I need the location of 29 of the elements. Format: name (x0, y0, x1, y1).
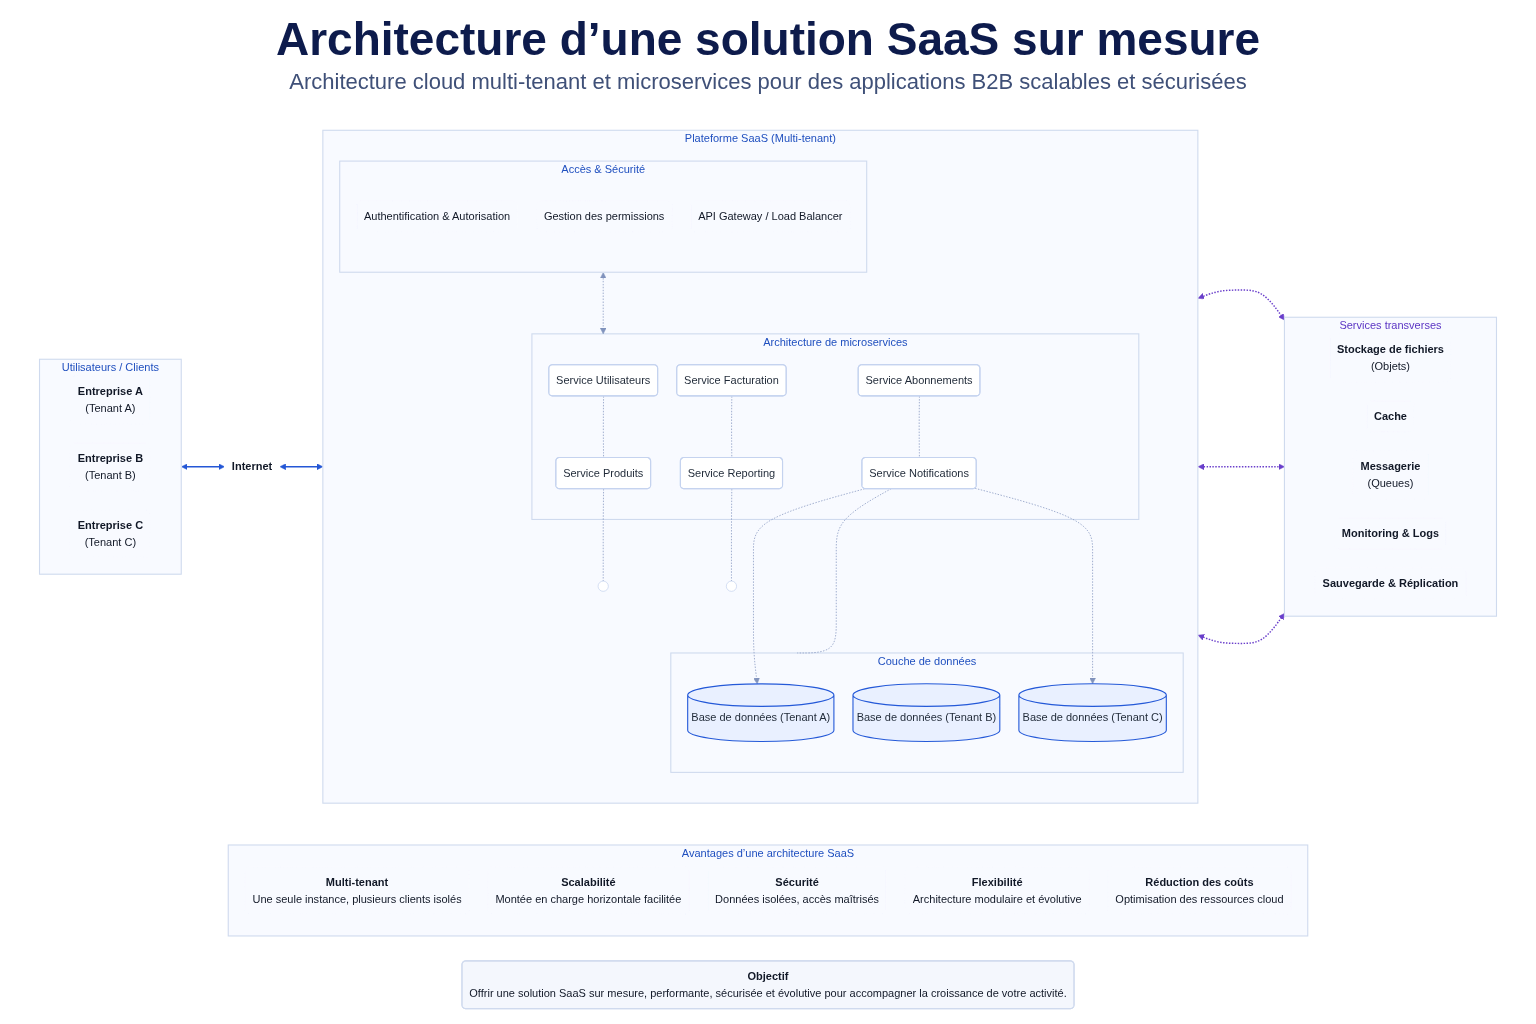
node-text: Flexibilité Architecture modulaire et évolutive (912, 875, 1082, 905)
node-text: Messagerie (Queues) (1360, 459, 1421, 489)
connector (602, 488, 604, 582)
connector (731, 488, 733, 582)
node-text: Internet (231, 459, 273, 473)
node-text: Authentification & Autorisation (363, 209, 511, 223)
arrow (1197, 463, 1285, 470)
arrow (1197, 289, 1285, 321)
node-text: Sauvegarde & Réplication (1322, 576, 1459, 590)
title: Architecture d’une solution SaaS sur mesure (275, 12, 1261, 66)
connector (796, 488, 892, 654)
node-text: Sécurité Données isolées, accès maîtrisés (715, 875, 880, 905)
node-text: Entreprise B (Tenant B) (77, 451, 144, 481)
subtitle: Architecture cloud multi-tenant et microservices pour des applications B2B scalables et sécurisées (289, 68, 1247, 96)
node-text: Cache (1373, 409, 1407, 423)
node-text: Stockage de fichiers (Objets) (1336, 342, 1444, 372)
node-text: Monitoring & Logs (1341, 526, 1440, 540)
node-text: Scalabilité Montée en charge horizontale facilitée (495, 875, 682, 905)
connector (731, 395, 733, 459)
arrow (1197, 613, 1285, 645)
node-text: API Gateway / Load Balancer (698, 209, 843, 223)
node-text: Multi-tenant Une seule instance, plusieurs clients isolés (252, 875, 462, 905)
node-text: Réduction des coûts Optimisation des ressources cloud (1115, 875, 1284, 905)
node-text: Entreprise C (Tenant C) (77, 518, 144, 548)
node-text: Entreprise A (Tenant A) (77, 384, 143, 414)
node-text: Gestion des permissions (543, 209, 665, 223)
connector (918, 395, 920, 459)
arrow (181, 463, 225, 470)
connector (602, 395, 604, 459)
